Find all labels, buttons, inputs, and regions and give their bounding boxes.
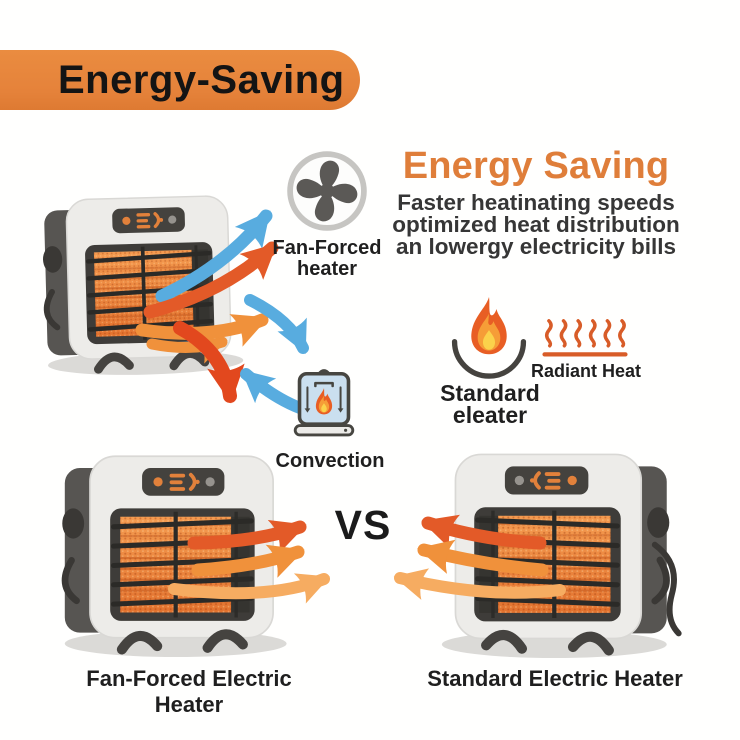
airflow-orange-small-arrow [146, 335, 228, 364]
right-heater-light-arrow [393, 568, 566, 600]
right-heater-orange-arrow [417, 539, 549, 577]
power-cable [651, 541, 682, 637]
airflow-red-orange-arrow [143, 241, 279, 319]
benefits-line: an lowergy electricity bills [395, 233, 677, 259]
right-heater-red-arrow [421, 514, 547, 550]
convection-label: Convection [275, 450, 385, 472]
fan-label-line1: Fan-Forced [272, 237, 382, 259]
radiant-heat-waves-icon [542, 319, 628, 357]
fan-icon [287, 151, 367, 231]
radiant-heat-label: Radiant Heat [530, 361, 642, 381]
fan-label-line2: heater [296, 258, 358, 280]
benefits-text: Faster heatinating speeds optimized heat… [388, 190, 684, 259]
fan-forced-heater-label: Fan-Forced heater [257, 238, 397, 280]
airflow-orange-arrow [135, 313, 269, 347]
convection-blue-down-arrow [244, 294, 309, 354]
standard-heater-illustration-bottom [428, 434, 682, 664]
banner-title: Energy-Saving [58, 57, 345, 102]
airflow-blue-up-arrow [155, 209, 273, 303]
vs-label: VS [334, 502, 392, 548]
benefits-heading: Energy Saving [402, 145, 670, 187]
benefits-line: Faster heatinating speeds [397, 190, 675, 215]
right-heater-caption: Standard Electric Heater [427, 666, 683, 691]
convection-heater-icon [293, 369, 355, 437]
left-heater-red-arrow [187, 519, 307, 553]
benefits-line: optimized heat distribution [392, 211, 680, 237]
left-heater-caption: Fan-Forced Electric Heater [86, 666, 292, 717]
standard-label-line1: Standard [440, 380, 540, 406]
left-heater-orange-arrow [191, 544, 305, 578]
left-heater-light-arrow [168, 573, 331, 604]
standard-label-line2: eleater [452, 402, 528, 428]
standard-heater-type-label: Standard eleater [425, 380, 555, 428]
title-banner: Energy-Saving [0, 50, 360, 110]
convection-blue-return-arrow [240, 368, 306, 414]
flame-bowl-icon [451, 296, 527, 379]
airflow-red-down-arrow [173, 321, 245, 404]
